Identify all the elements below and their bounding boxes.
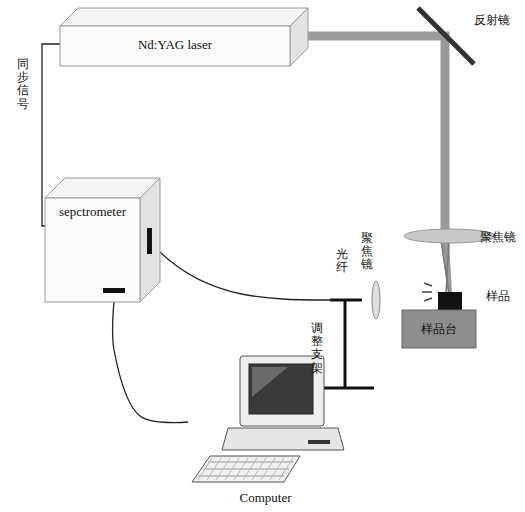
signal-label: 同步信号 xyxy=(17,58,29,111)
key-row xyxy=(203,469,289,470)
node-label: 样品 xyxy=(486,288,510,305)
node-shape xyxy=(188,352,353,510)
laser-box: Nd:YAG laser xyxy=(60,8,320,66)
computer-drawing xyxy=(192,356,344,482)
emission-ray xyxy=(424,283,432,286)
data-port xyxy=(103,288,125,293)
connector-group xyxy=(113,302,188,423)
beam-edge xyxy=(446,240,449,294)
stand-base xyxy=(318,387,374,390)
emission-marks xyxy=(422,283,432,301)
fiber-label: 光纤 xyxy=(336,248,348,274)
node-label: sepctrometer xyxy=(45,204,140,220)
stand-post xyxy=(344,300,347,388)
fiber-port xyxy=(147,228,152,254)
key-column xyxy=(252,458,266,480)
key-column xyxy=(225,458,239,480)
key-column xyxy=(270,458,284,480)
box-front xyxy=(60,26,290,66)
sample-stage: 样品台 xyxy=(402,310,476,348)
mirror-label: 反射镜 xyxy=(474,12,510,29)
key-column xyxy=(216,458,230,480)
stand-label: 调整支架 xyxy=(311,322,323,375)
lens-label: 聚焦镜 xyxy=(480,229,516,246)
screen xyxy=(249,364,313,414)
box-top xyxy=(60,8,308,26)
drive-slot xyxy=(308,440,330,444)
lens-label: 聚焦镜 xyxy=(361,232,373,272)
spectrometer-box: sepctrometer xyxy=(45,178,172,302)
box-side xyxy=(290,8,308,66)
sample-shape xyxy=(438,292,462,310)
key-column xyxy=(207,458,221,480)
emission-ray xyxy=(422,291,432,293)
stage-shape xyxy=(402,310,476,348)
optical-fiber xyxy=(160,252,332,300)
focused-beam xyxy=(441,240,452,294)
key-column xyxy=(261,458,275,480)
key-column xyxy=(234,458,248,480)
key-column xyxy=(279,458,293,480)
node-label: 样品台 xyxy=(402,321,476,338)
box-side xyxy=(140,178,160,302)
screen-glare xyxy=(252,367,288,397)
node-shape xyxy=(45,178,160,302)
mirror xyxy=(418,8,474,64)
data-cable xyxy=(113,302,188,423)
keyboard xyxy=(192,456,300,482)
box-front xyxy=(45,198,140,302)
beam-edge xyxy=(441,240,449,294)
key-column xyxy=(243,458,257,480)
emission-ray xyxy=(424,298,432,301)
laser-beam xyxy=(300,36,445,232)
key-column xyxy=(198,458,212,480)
node-label: Nd:YAG laser xyxy=(60,37,290,53)
key-row xyxy=(198,476,284,477)
collecting-lens xyxy=(372,281,380,319)
node-shape xyxy=(438,292,462,310)
sample-block: 样品 xyxy=(438,292,462,310)
node-label: Computer xyxy=(188,490,343,506)
computer-icon: Computer xyxy=(188,352,353,510)
computer-base xyxy=(222,428,344,450)
